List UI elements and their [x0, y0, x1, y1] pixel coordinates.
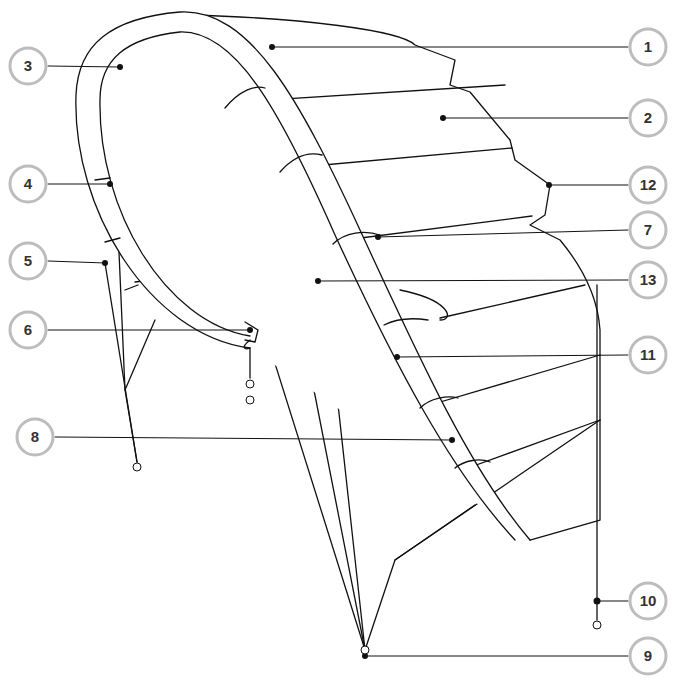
callout-number: 2 — [633, 108, 663, 128]
callout-number: 10 — [633, 591, 663, 611]
callout-number: 8 — [20, 427, 50, 447]
callout-number: 5 — [13, 251, 43, 271]
callout-number: 9 — [633, 646, 663, 666]
callout-number: 12 — [633, 175, 663, 195]
callout-number: 7 — [633, 220, 663, 240]
callout-number: 1 — [633, 37, 663, 57]
callout-number: 6 — [13, 320, 43, 340]
callout-number: 11 — [633, 345, 663, 365]
callout-number: 13 — [633, 270, 663, 290]
callout-number: 3 — [13, 56, 43, 76]
callout-number: 4 — [13, 174, 43, 194]
